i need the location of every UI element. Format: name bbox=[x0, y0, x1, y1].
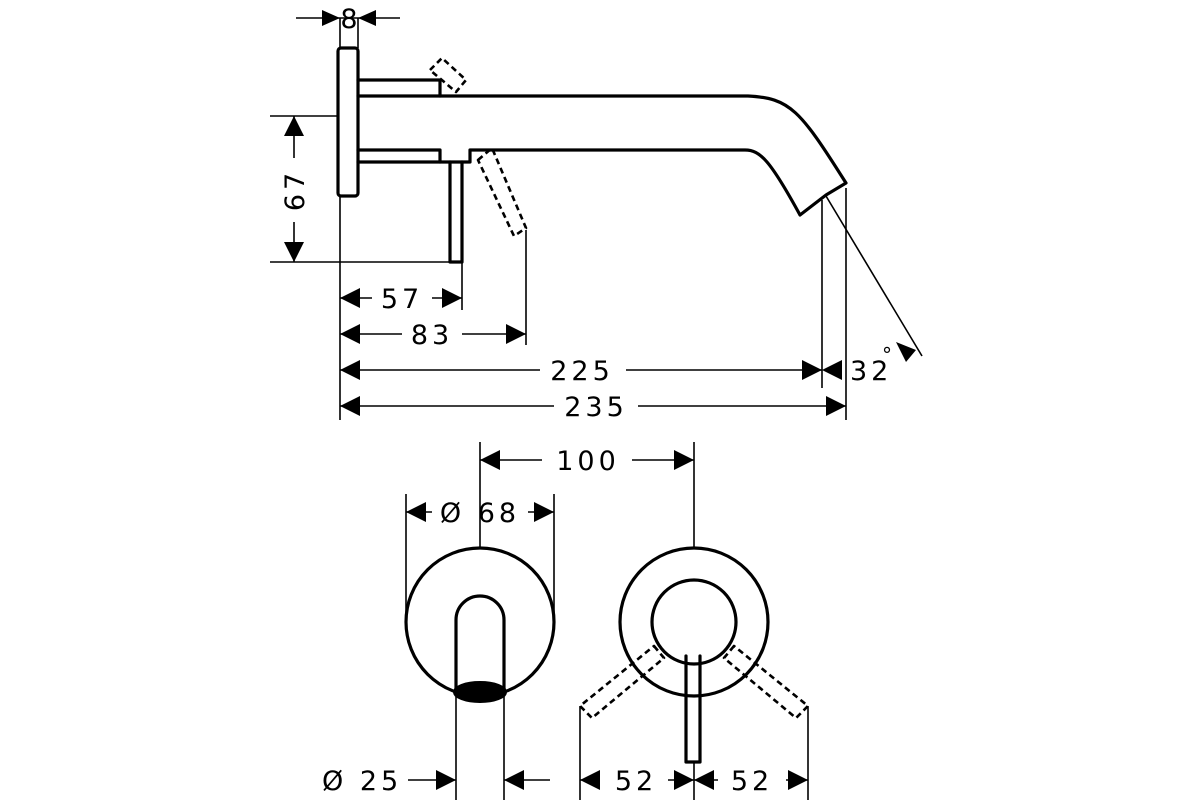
dim-lever-left: 52 bbox=[615, 766, 657, 797]
dim-spacing: 100 bbox=[556, 446, 620, 477]
dim-spout-dia: Ø 25 bbox=[322, 766, 402, 797]
side-view: 8 67 57 83 225 32 ° 235 bbox=[270, 4, 923, 423]
lever-dashed-left bbox=[578, 644, 666, 720]
dim-lever-pos: 57 bbox=[381, 284, 423, 315]
lever-stem bbox=[448, 160, 464, 264]
lever-dashed-up bbox=[428, 56, 468, 94]
spout-outlet bbox=[453, 681, 507, 703]
spout-front bbox=[454, 594, 506, 697]
mixer-knob bbox=[650, 578, 738, 666]
front-view: 100 Ø 68 Ø 25 52 52 bbox=[322, 442, 810, 800]
spout-plate bbox=[404, 546, 556, 698]
lever-dashed-swing bbox=[476, 146, 528, 238]
dim-wall-plate: 8 bbox=[340, 4, 357, 35]
dim-angle: 32 bbox=[850, 356, 892, 387]
dim-angle-symbol: ° bbox=[882, 343, 896, 367]
dim-total: 235 bbox=[564, 392, 628, 423]
mixer-lever bbox=[684, 654, 702, 764]
wall-plate bbox=[336, 46, 360, 198]
mixer-plate bbox=[618, 546, 770, 698]
lever-dashed-right bbox=[722, 644, 810, 720]
dim-spout-reach: 225 bbox=[550, 356, 614, 387]
dim-plate-dia: Ø 68 bbox=[440, 498, 520, 529]
dim-height: 67 bbox=[280, 169, 311, 211]
dim-lever-swing: 83 bbox=[411, 320, 453, 351]
spout-body bbox=[356, 78, 848, 217]
dim-lever-right: 52 bbox=[731, 766, 773, 797]
